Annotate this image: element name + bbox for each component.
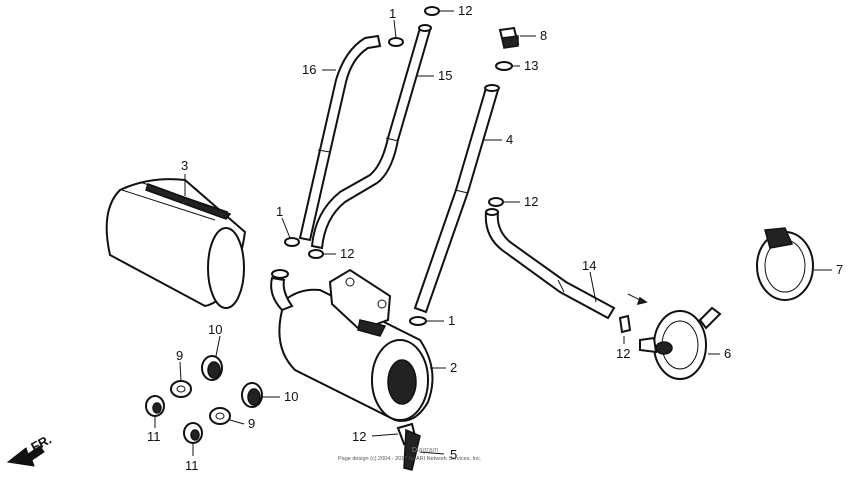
clip-part-13[interactable] [495,61,513,71]
clip-part-1-top[interactable] [388,37,404,47]
callout-16: 16 [302,62,316,77]
callout-12-bottom: 12 [352,429,366,444]
callout-1-left: 1 [276,204,283,219]
bracket-part-5[interactable] [403,428,421,471]
callout-14: 14 [582,258,596,273]
collar-part-9-left[interactable] [170,380,192,398]
callout-10-right: 10 [284,389,298,404]
callout-12-valve: 12 [616,346,630,361]
clip-part-12-mid[interactable] [488,197,504,207]
callout-3: 3 [181,158,188,173]
callout-5: 5 [450,447,457,462]
callout-12-top: 12 [458,3,472,18]
front-direction-arrow-icon [6,445,45,467]
grommet-part-10-top[interactable] [201,355,223,381]
hose-part-15[interactable] [310,24,432,250]
callout-6: 6 [724,346,731,361]
hose-part-4[interactable] [413,84,500,314]
callout-12-mid: 12 [524,194,538,209]
clip-part-12-left[interactable] [308,249,324,259]
callout-15: 15 [438,68,452,83]
grommet-part-10-right[interactable] [241,382,263,408]
fitting-part-8[interactable] [498,26,520,49]
callout-9-right: 9 [248,416,255,431]
callout-11-left: 11 [147,429,161,444]
callout-1-lower: 1 [448,313,455,328]
collar-part-9-right[interactable] [209,407,231,425]
leader-lines [154,10,832,456]
clip-part-1-lower[interactable] [409,316,427,326]
callout-8: 8 [540,28,547,43]
callout-9-left: 9 [176,348,183,363]
callout-11-right: 11 [185,458,199,473]
valve-part-6[interactable] [627,293,722,380]
callout-1-top: 1 [389,6,396,21]
callout-2: 2 [450,360,457,375]
clip-part-1-left[interactable] [284,237,300,247]
clamp-band-part-7[interactable] [756,227,814,301]
callout-4: 4 [506,132,513,147]
watermark: Diagram [412,447,439,454]
nut-part-11-right[interactable] [183,422,203,444]
clip-part-12-top[interactable] [424,6,440,16]
callout-10-top: 10 [208,322,222,337]
hose-part-14[interactable] [484,208,616,320]
hose-part-16[interactable] [298,34,382,242]
clip-part-12-valve[interactable] [618,314,632,334]
callout-7: 7 [836,262,843,277]
muffler-part-2[interactable] [270,268,434,422]
copyright-footer: Page design (c) 2004 - 2017 by ARI Netwo… [338,456,482,462]
heat-shield-part-3[interactable] [105,178,247,309]
callout-13: 13 [524,58,538,73]
callout-12-left: 12 [340,246,354,261]
nut-part-11-left[interactable] [145,395,165,417]
